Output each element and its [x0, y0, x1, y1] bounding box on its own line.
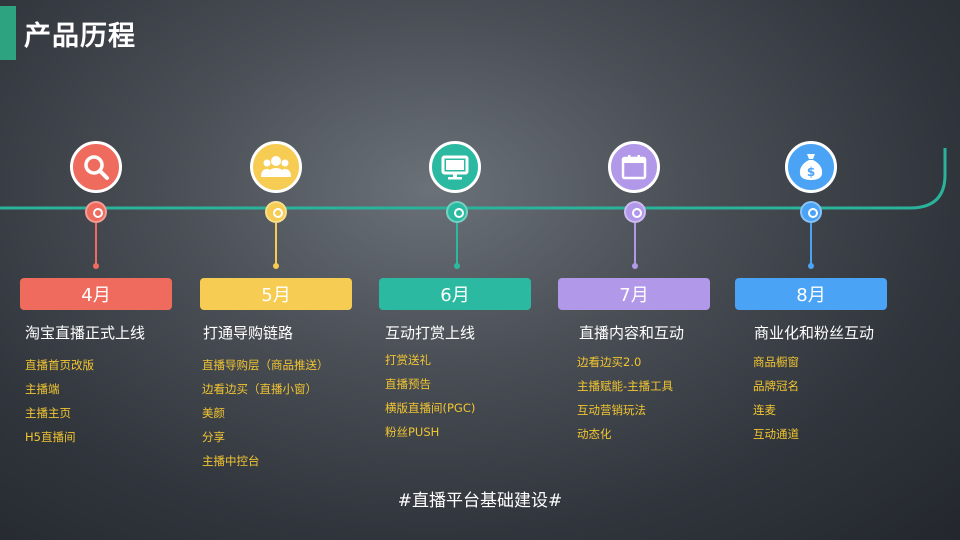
timeline-node: [85, 201, 107, 223]
list-item: 分享: [202, 430, 225, 444]
feature-list: 边看边买2.0 主播赋能-主播工具 互动营销玩法 动态化: [577, 354, 673, 450]
timeline-stem: [634, 223, 636, 265]
feature-list: 打赏送礼 直播预告 横版直播间(PGC) 粉丝PUSH: [385, 352, 475, 448]
timeline-stem-end: [632, 263, 638, 269]
timeline-stem: [810, 223, 812, 265]
svg-text:$: $: [807, 165, 815, 179]
list-item: 直播导购层（商品推送）: [202, 358, 329, 372]
list-item: 主播赋能-主播工具: [577, 379, 674, 393]
timeline-node: [265, 201, 287, 223]
page-title: 产品历程: [24, 21, 136, 52]
list-item: H5直播间: [25, 430, 76, 444]
calendar-icon: [621, 155, 647, 180]
timeline-stem-end: [808, 263, 814, 269]
title-accent-bar: [0, 6, 16, 60]
list-item: 主播端: [25, 382, 60, 396]
list-item: 美颜: [202, 406, 225, 420]
stage-heading: 互动打赏上线: [385, 324, 476, 342]
feature-list: 商品橱窗 品牌冠名 连麦 互动通道: [753, 354, 799, 450]
stage-icon-circle: [429, 141, 481, 193]
search-icon: [84, 155, 109, 180]
monitor-icon: [441, 155, 469, 180]
list-item: 横版直播间(PGC): [385, 401, 476, 415]
list-item: 边看边买（直播小窗）: [202, 382, 317, 396]
timeline-stem-end: [454, 263, 460, 269]
list-item: 边看边买2.0: [577, 355, 642, 369]
feature-list: 直播导购层（商品推送） 边看边买（直播小窗） 美颜 分享 主播中控台: [202, 357, 329, 477]
stage-heading: 打通导购链路: [203, 324, 294, 342]
stage-heading: 直播内容和互动: [579, 324, 685, 342]
timeline-stem-end: [93, 263, 99, 269]
timeline-stem-end: [273, 263, 279, 269]
stage-icon-circle: $: [785, 141, 837, 193]
stage-icon-circle: [70, 141, 122, 193]
list-item: 品牌冠名: [753, 379, 799, 393]
timeline-node: [446, 201, 468, 223]
list-item: 动态化: [577, 427, 612, 441]
feature-list: 直播首页改版 主播端 主播主页 H5直播间: [25, 357, 94, 453]
month-label: 8月: [735, 278, 887, 310]
list-item: 连麦: [753, 403, 776, 417]
list-item: 互动通道: [753, 427, 799, 441]
list-item: 打赏送礼: [385, 353, 431, 367]
stage-heading: 商业化和粉丝互动: [754, 324, 875, 342]
list-item: 主播中控台: [202, 454, 260, 468]
timeline-node: [624, 201, 646, 223]
list-item: 互动营销玩法: [577, 403, 646, 417]
timeline-stem: [456, 223, 458, 265]
month-label: 6月: [379, 278, 531, 310]
list-item: 粉丝PUSH: [385, 425, 440, 439]
month-label: 7月: [558, 278, 710, 310]
timeline-line: [0, 148, 947, 210]
month-label: 4月: [20, 278, 172, 310]
footer-hashtag: #直播平台基础建设#: [397, 491, 563, 511]
money-bag-icon: $: [799, 154, 823, 180]
timeline-stem: [275, 223, 277, 265]
list-item: 主播主页: [25, 406, 71, 420]
timeline-node: [800, 201, 822, 223]
users-icon: [261, 156, 291, 177]
list-item: 商品橱窗: [753, 355, 799, 369]
month-label: 5月: [200, 278, 352, 310]
list-item: 直播首页改版: [25, 358, 94, 372]
list-item: 直播预告: [385, 377, 431, 391]
stage-icon-circle: [608, 141, 660, 193]
stage-heading: 淘宝直播正式上线: [25, 324, 146, 342]
timeline-stem: [95, 223, 97, 265]
stage-icon-circle: [250, 141, 302, 193]
